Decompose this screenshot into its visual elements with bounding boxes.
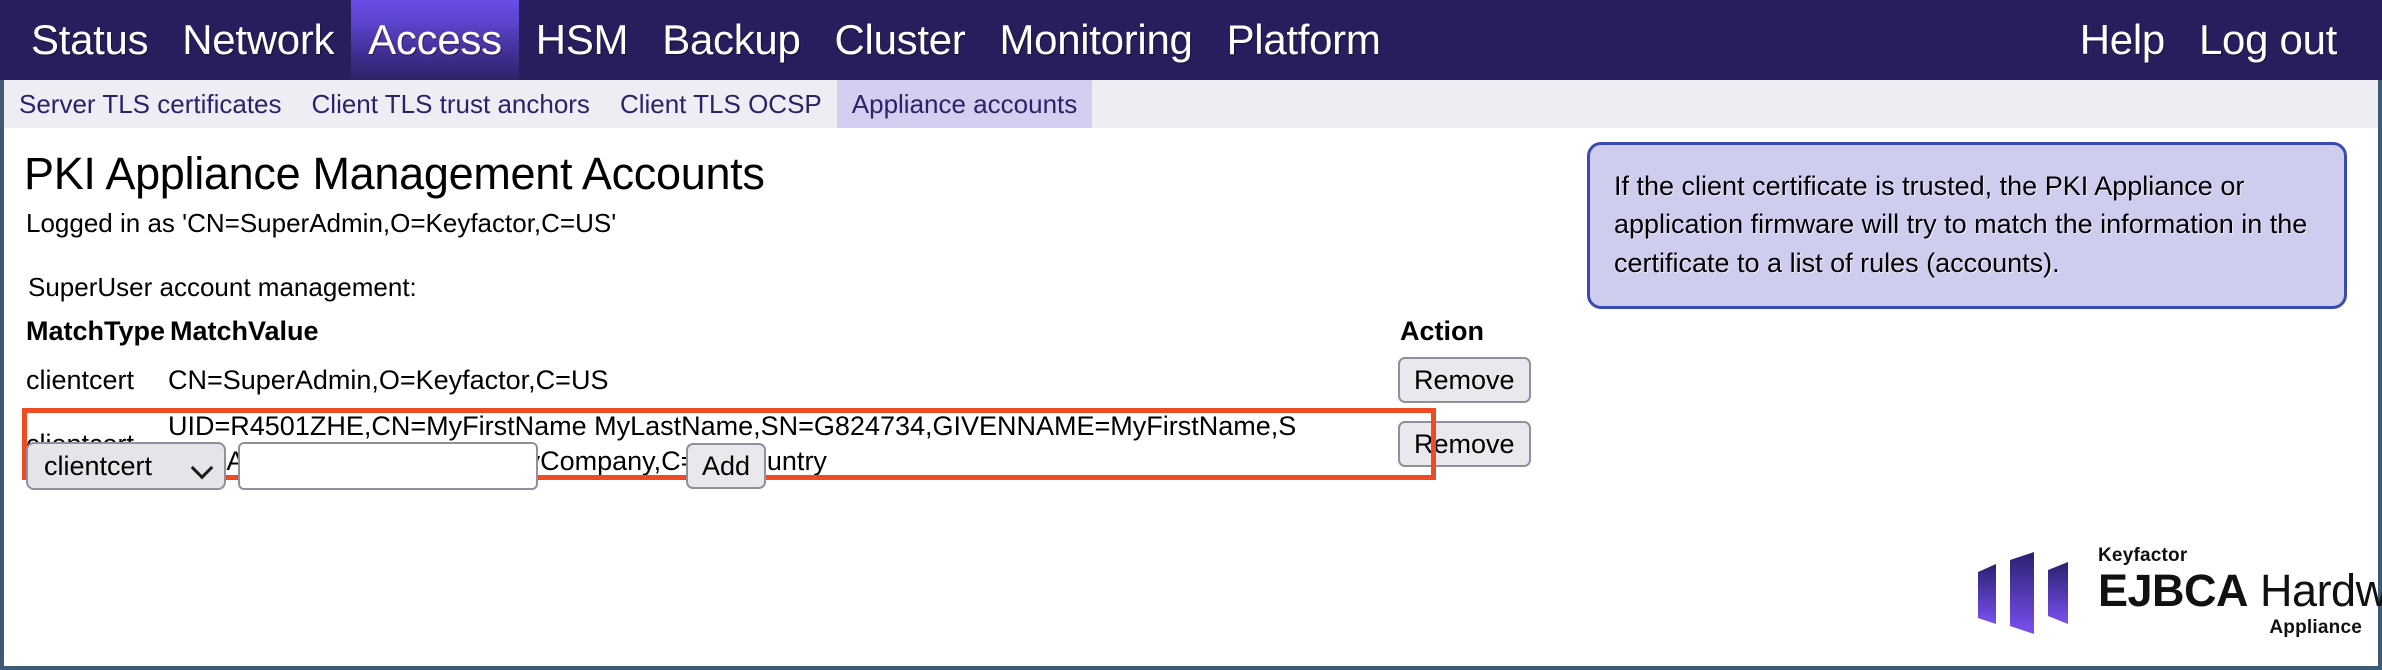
nav-item-hsm[interactable]: HSM bbox=[535, 16, 629, 63]
nav-item-backup[interactable]: Backup bbox=[662, 16, 801, 63]
help-link[interactable]: Help bbox=[2079, 16, 2165, 63]
column-header-matchvalue: MatchValue bbox=[170, 315, 319, 346]
table-row: clientcert CN=SuperAdmin,O=Keyfactor,C=U… bbox=[4, 352, 1564, 408]
nav-item-cluster[interactable]: Cluster bbox=[834, 16, 966, 63]
secondary-navigation-bar: Server TLS certificates Client TLS trust… bbox=[0, 80, 2382, 128]
nav-item-monitoring[interactable]: Monitoring bbox=[999, 16, 1193, 63]
keyfactor-mark-icon bbox=[1978, 552, 2068, 634]
nav-item-network[interactable]: Network bbox=[182, 16, 335, 63]
logo-wordmark: Keyfactor EJBCA Hardware Appliance bbox=[2098, 545, 2382, 639]
primary-nav-utility-items: Help Log out bbox=[2063, 0, 2382, 80]
info-box-text: If the client certificate is trusted, th… bbox=[1614, 171, 2308, 278]
matchvalue-input[interactable] bbox=[238, 442, 538, 490]
primary-nav-items: Status Network Access HSM Backup Cluster… bbox=[0, 0, 1398, 80]
remove-button[interactable]: Remove bbox=[1398, 421, 1531, 467]
section-label: SuperUser account management: bbox=[28, 272, 417, 302]
column-header-matchtype: MatchType bbox=[26, 315, 166, 346]
info-box: If the client certificate is trusted, th… bbox=[1587, 142, 2347, 309]
chevron-down-icon bbox=[190, 456, 214, 480]
subnav-item-client-tls-ocsp[interactable]: Client TLS OCSP bbox=[619, 88, 822, 119]
column-header-action: Action bbox=[1400, 315, 1484, 346]
primary-navigation-bar: Status Network Access HSM Backup Cluster… bbox=[0, 0, 2382, 80]
add-button[interactable]: Add bbox=[686, 443, 767, 489]
add-account-row: clientcert Add bbox=[26, 442, 767, 490]
subnav-item-appliance-accounts[interactable]: Appliance accounts bbox=[836, 80, 1093, 128]
matchtype-select[interactable]: clientcert bbox=[26, 442, 226, 490]
nav-item-access[interactable]: Access bbox=[351, 0, 519, 80]
logo-product-light: Hardware bbox=[2260, 565, 2382, 616]
cell-matchvalue: CN=SuperAdmin,O=Keyfactor,C=US bbox=[168, 364, 609, 395]
logo-product-bold: EJBCA bbox=[2098, 565, 2249, 616]
cell-matchtype: clientcert bbox=[26, 364, 135, 395]
cell-matchvalue-line1: UID=R4501ZHE,CN=MyFirstName MyLastName,S… bbox=[168, 410, 1297, 441]
remove-button[interactable]: Remove bbox=[1398, 357, 1531, 403]
subnav-item-server-tls-certificates[interactable]: Server TLS certificates bbox=[19, 88, 282, 119]
logo-product-sub: Appliance bbox=[2269, 617, 2362, 638]
nav-item-platform[interactable]: Platform bbox=[1226, 16, 1381, 63]
cell-action: Remove bbox=[1384, 357, 1544, 403]
logo-brand-small: Keyfactor bbox=[2098, 545, 2188, 566]
logout-link[interactable]: Log out bbox=[2198, 16, 2337, 63]
cell-action: Remove bbox=[1384, 421, 1544, 467]
logged-in-as-text: Logged in as 'CN=SuperAdmin,O=Keyfactor,… bbox=[26, 208, 617, 238]
content-panel: PKI Appliance Management Accounts Logged… bbox=[0, 128, 2382, 670]
matchtype-select-value: clientcert bbox=[44, 450, 153, 481]
table-header-row: MatchType MatchValue Action bbox=[4, 310, 1564, 352]
page-title: PKI Appliance Management Accounts bbox=[24, 148, 765, 199]
nav-item-status[interactable]: Status bbox=[31, 16, 149, 63]
logo-product-name: EJBCA Hardware bbox=[2098, 565, 2382, 616]
ejbca-hardware-appliance-logo: Keyfactor EJBCA Hardware Appliance bbox=[1972, 545, 2382, 639]
subnav-item-client-tls-trust-anchors[interactable]: Client TLS trust anchors bbox=[311, 88, 590, 119]
